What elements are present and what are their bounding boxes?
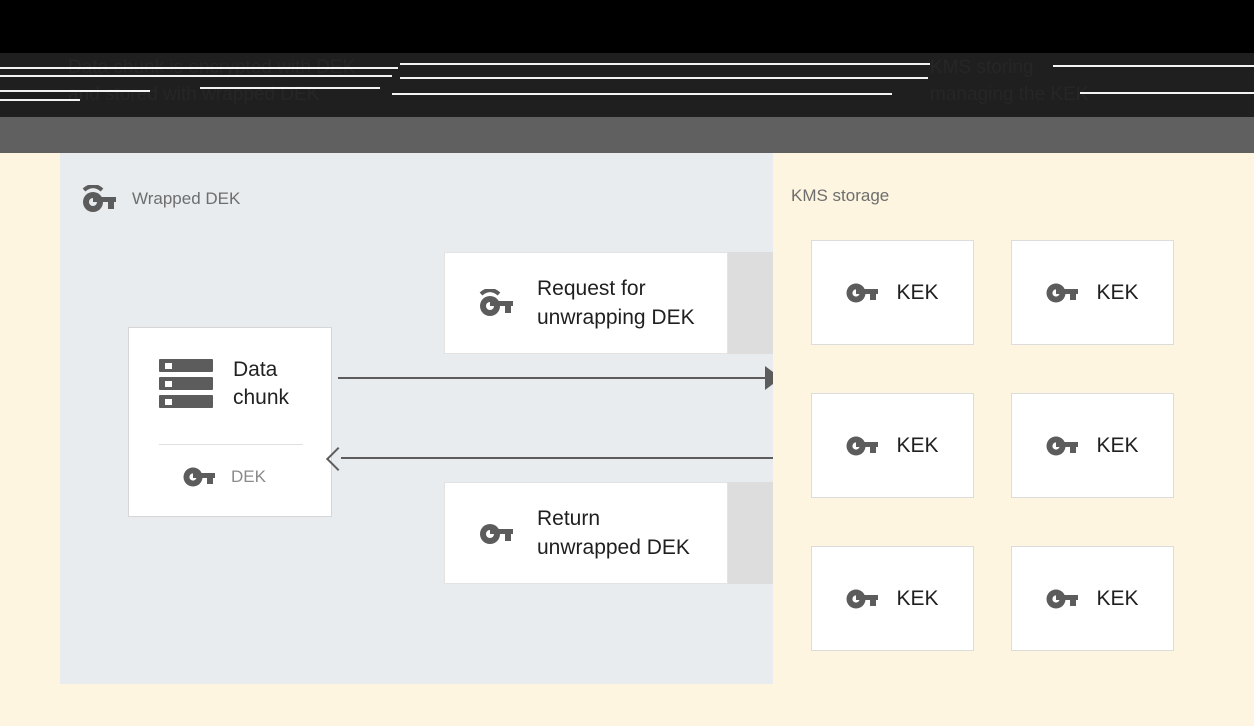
toolbar-band — [0, 117, 1254, 153]
kek-label: KEK — [896, 280, 939, 304]
kek-label: KEK — [1096, 433, 1139, 457]
data-chunk-header: Data chunk — [159, 356, 319, 412]
key-icon — [846, 436, 879, 455]
request-message-card[interactable]: Request for unwrapping DEK — [444, 252, 773, 354]
return-message-text: Return unwrapped DEK — [537, 507, 690, 559]
kms-storage-panel-title: KMS storage — [791, 186, 890, 205]
kms-storage-panel: KMS storage KEK KEK — [773, 153, 1254, 684]
storage-stack-icon — [159, 359, 213, 408]
request-message-text: Request for unwrapping DEK — [537, 277, 695, 329]
scanline-3 — [1053, 65, 1254, 67]
dek-label: DEK — [231, 467, 266, 486]
scanline-1 — [0, 67, 398, 69]
key-icon — [846, 283, 879, 302]
data-chunk-label: Data chunk — [233, 358, 290, 409]
scanline-5 — [400, 77, 928, 79]
request-arrow-head-icon — [765, 366, 773, 390]
wrapped-dek-panel: Wrapped DEK Data chunk — [60, 153, 773, 684]
key-icon — [1046, 283, 1079, 302]
wrapped-dek-panel-title: Wrapped DEK — [132, 189, 241, 208]
data-chunk-card[interactable]: Data chunk DEK — [128, 327, 332, 517]
scanline-7 — [200, 87, 380, 89]
request-card-shadow — [727, 252, 773, 354]
scanline-6 — [0, 90, 150, 92]
kek-label: KEK — [896, 586, 939, 610]
headline-right: KMS storing managing the KEK — [930, 57, 1089, 105]
wrapped-key-icon — [479, 289, 513, 316]
dek-row: DEK — [183, 466, 266, 488]
key-icon — [183, 467, 215, 487]
scanline-2 — [400, 63, 930, 65]
key-icon — [846, 589, 879, 608]
kek-card[interactable]: KEK — [1011, 546, 1174, 651]
scanline-4 — [0, 75, 392, 77]
data-chunk-divider — [159, 444, 303, 445]
kek-label: KEK — [1096, 586, 1139, 610]
top-black-band — [0, 0, 1254, 53]
kek-label: KEK — [1096, 280, 1139, 304]
title-band: Data chunk is encrypted with DEK and sto… — [0, 53, 1254, 117]
return-message-card[interactable]: Return unwrapped DEK — [444, 482, 773, 584]
kek-card[interactable]: KEK — [811, 240, 974, 345]
key-icon — [1046, 589, 1079, 608]
kek-label: KEK — [896, 433, 939, 457]
key-icon — [1046, 436, 1079, 455]
key-icon — [480, 524, 513, 544]
kek-card[interactable]: KEK — [1011, 240, 1174, 345]
request-card-body: Request for unwrapping DEK — [444, 252, 728, 354]
scanline-8 — [392, 93, 892, 95]
scanline-10 — [0, 99, 80, 101]
scanline-9 — [1080, 92, 1254, 94]
response-arrow-line — [341, 457, 773, 459]
kek-grid: KEK KEK KEK — [811, 240, 1211, 651]
return-card-body: Return unwrapped DEK — [444, 482, 728, 584]
kek-card[interactable]: KEK — [1011, 393, 1174, 498]
kek-card[interactable]: KEK — [811, 393, 974, 498]
kek-card[interactable]: KEK — [811, 546, 974, 651]
return-card-shadow — [727, 482, 773, 584]
wrapped-dek-panel-header: Wrapped DEK — [80, 185, 240, 213]
wrapped-key-icon — [82, 185, 116, 212]
request-arrow-line — [338, 377, 773, 379]
